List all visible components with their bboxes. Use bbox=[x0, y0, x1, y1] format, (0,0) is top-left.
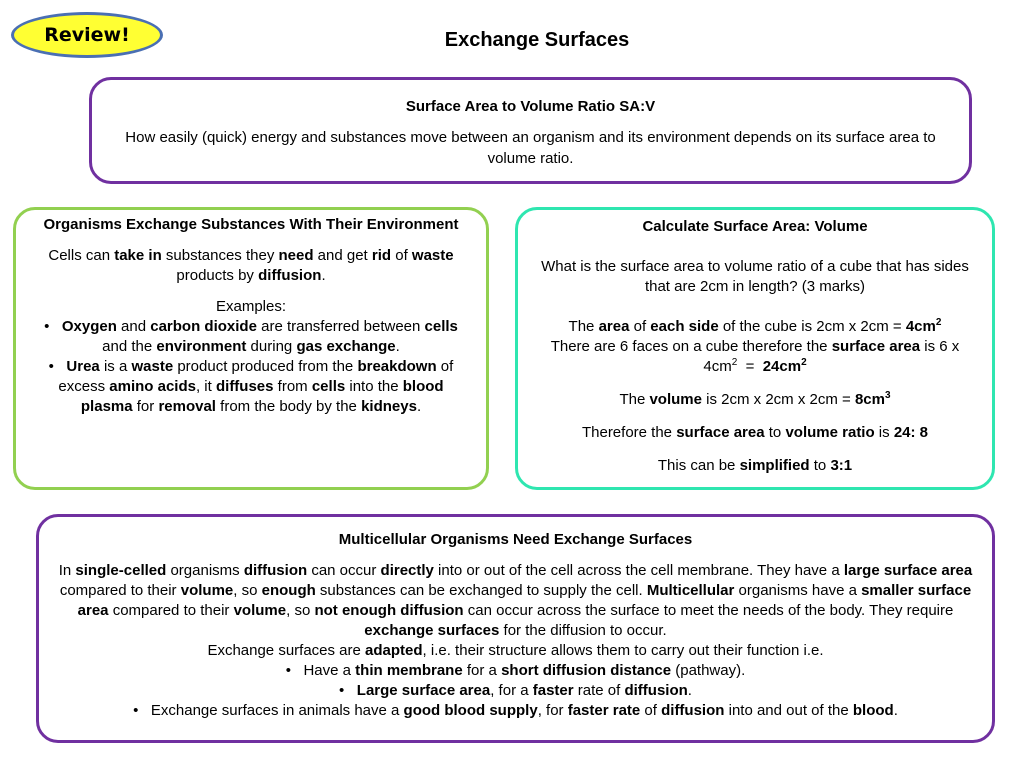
calc-line-ratio: Therefore the surface area to volume rat… bbox=[581, 424, 929, 441]
calc-line-volume: The volume is 2cm x 2cm x 2cm = 8cm3 bbox=[619, 390, 891, 409]
review-badge-label: Review! bbox=[44, 24, 130, 46]
calc-line-surface-area: There are 6 faces on a cube therefore th… bbox=[550, 338, 960, 375]
list-item: Have a thin membrane for a short diffusi… bbox=[57, 661, 974, 681]
sa-ratio-text: How easily (quick) energy and substances… bbox=[125, 129, 936, 167]
list-item: Urea is a waste product produced from th… bbox=[40, 357, 462, 417]
examples-label: Examples: bbox=[215, 298, 287, 315]
list-item: Large surface area, for a faster rate of… bbox=[57, 681, 974, 701]
sa-ratio-panel: Surface Area to Volume Ratio SA:V How ea… bbox=[89, 77, 972, 184]
list-item: Exchange surfaces in animals have a good… bbox=[57, 701, 974, 721]
multicellular-heading: Multicellular Organisms Need Exchange Su… bbox=[338, 531, 693, 548]
adaptations-list: Have a thin membrane for a short diffusi… bbox=[57, 661, 974, 721]
organisms-intro: Cells can take in substances they need a… bbox=[48, 247, 454, 284]
examples-list: Oxygen and carbon dioxide are transferre… bbox=[40, 317, 462, 417]
sa-ratio-heading: Surface Area to Volume Ratio SA:V bbox=[405, 98, 656, 115]
page-title: Exchange Surfaces bbox=[444, 29, 630, 51]
organisms-exchange-panel: Organisms Exchange Substances With Their… bbox=[13, 207, 489, 490]
calc-line-area: The area of each side of the cube is 2cm… bbox=[568, 317, 942, 336]
calc-line-simplified: This can be simplified to 3:1 bbox=[657, 457, 853, 474]
adapted-paragraph: Exchange surfaces are adapted, i.e. thei… bbox=[207, 642, 824, 659]
multicellular-panel: Multicellular Organisms Need Exchange Su… bbox=[36, 514, 995, 743]
calculate-heading: Calculate Surface Area: Volume bbox=[642, 218, 868, 235]
multicellular-paragraph: In single-celled organisms diffusion can… bbox=[58, 562, 973, 639]
calculate-question: What is the surface area to volume ratio… bbox=[541, 258, 969, 295]
review-badge: Review! bbox=[11, 12, 163, 58]
organisms-exchange-heading: Organisms Exchange Substances With Their… bbox=[43, 216, 459, 233]
calculate-sa-volume-panel: Calculate Surface Area: Volume What is t… bbox=[515, 207, 995, 490]
list-item: Oxygen and carbon dioxide are transferre… bbox=[40, 317, 462, 357]
